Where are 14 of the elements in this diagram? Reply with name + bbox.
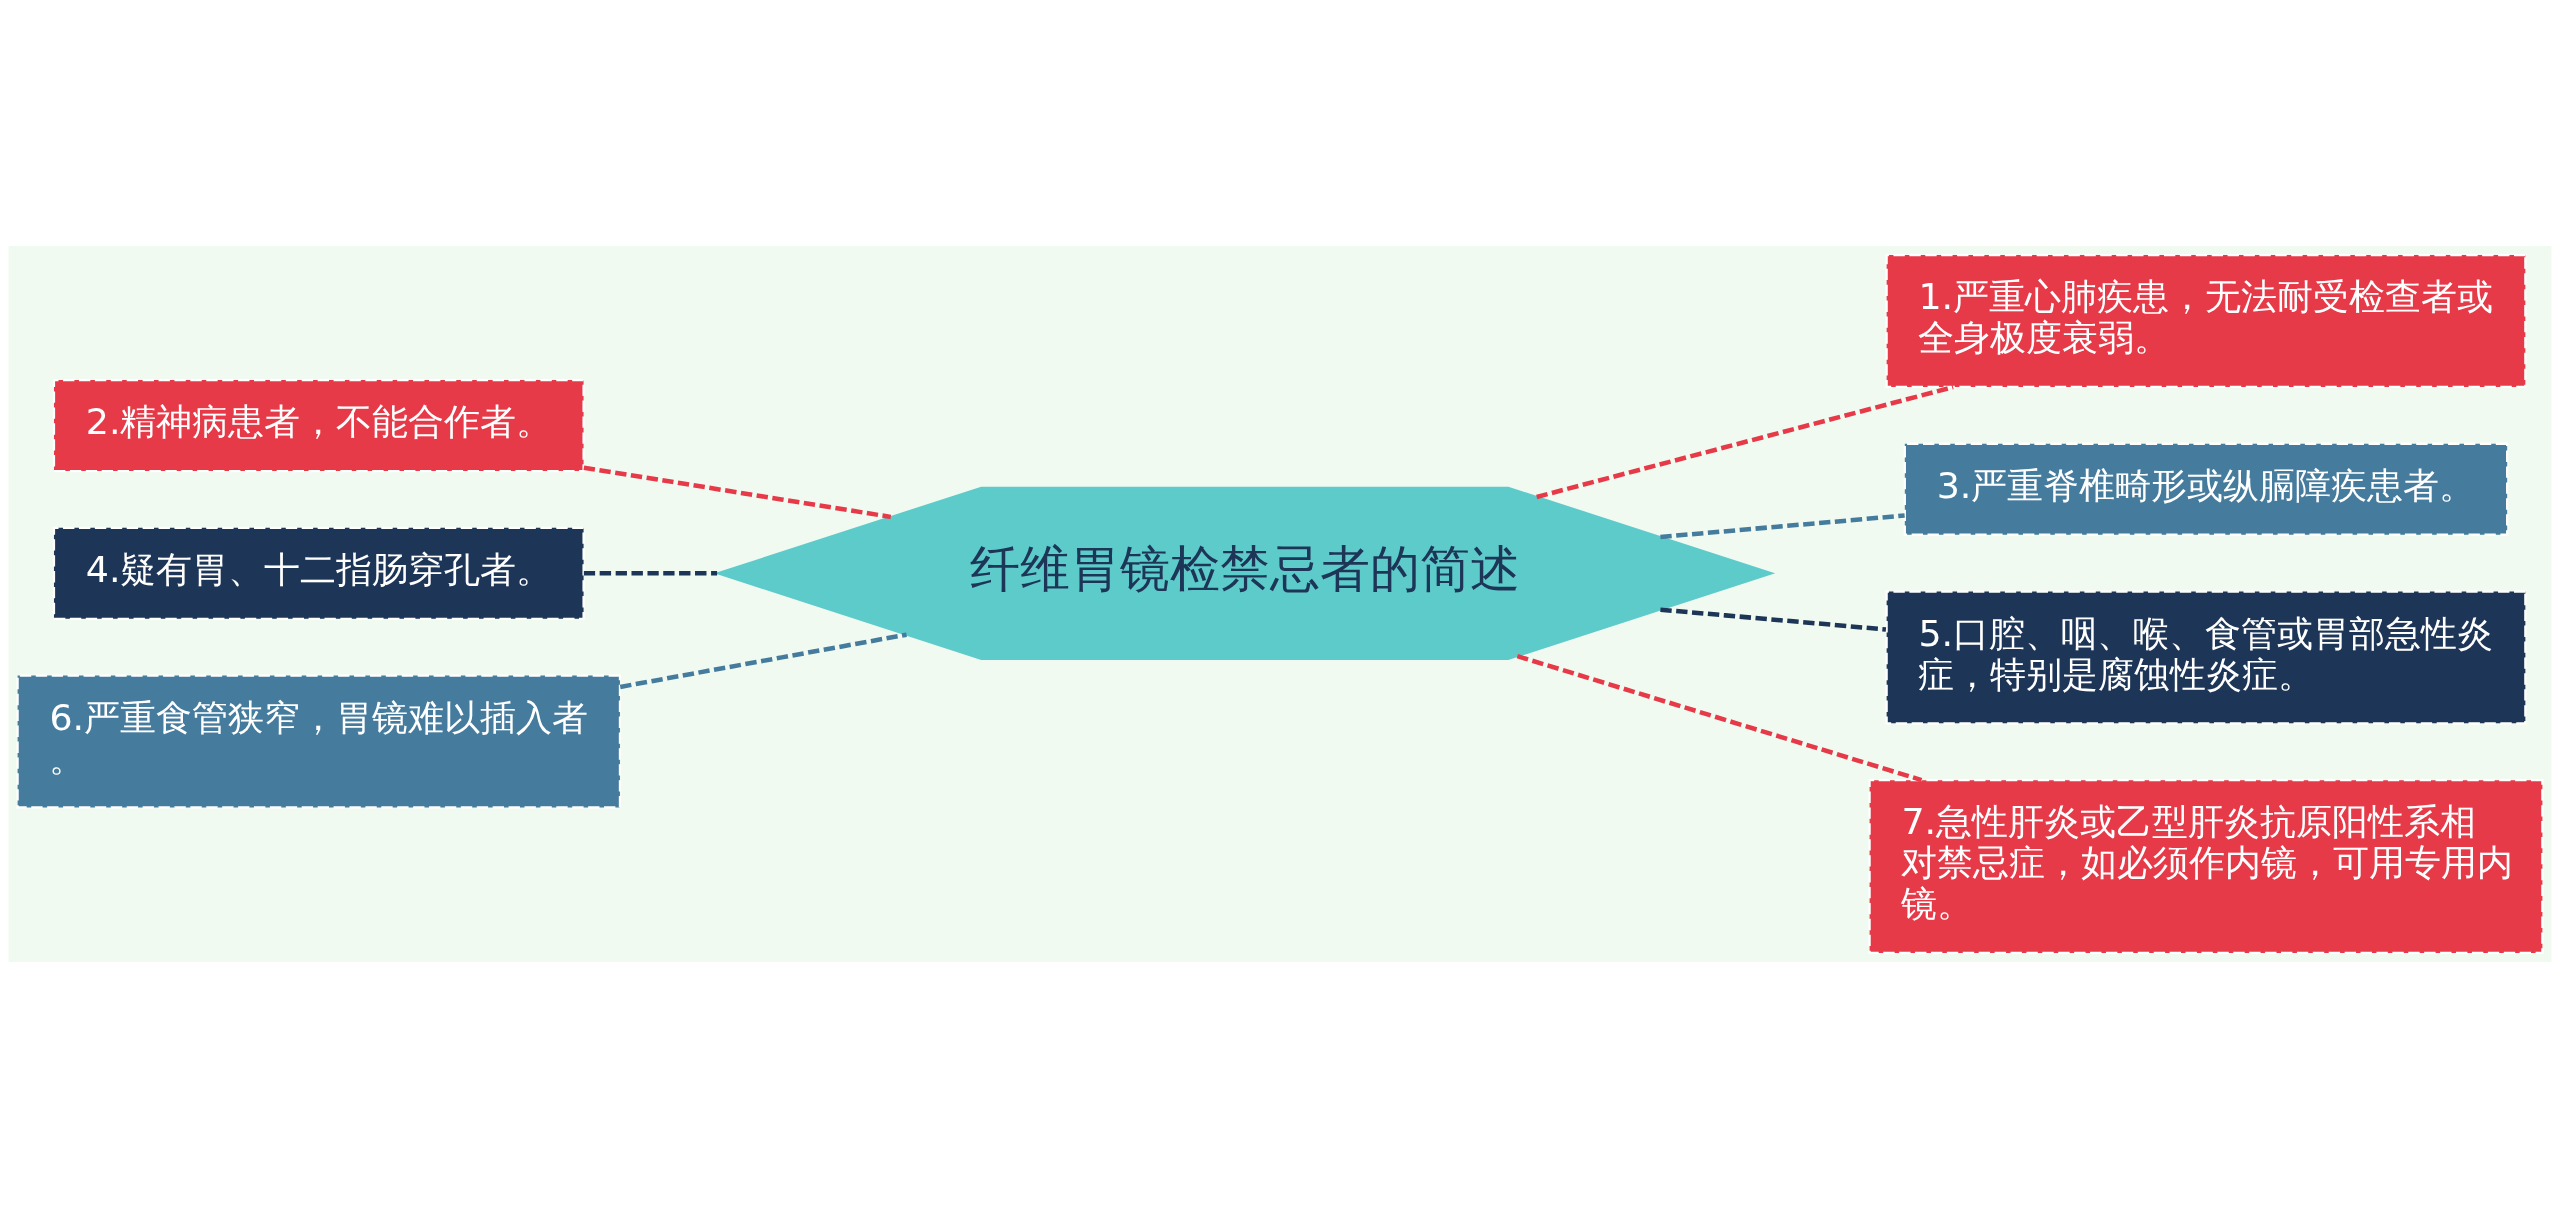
node-box: 2.精神病患者，不能合作者。 (52, 378, 585, 472)
connector (619, 631, 907, 689)
connector (1536, 384, 1954, 499)
connector (583, 464, 892, 519)
connector (1660, 606, 1887, 632)
node-box: 3.严重脊椎畸形或纵膈障疾患者。 (1903, 442, 2509, 536)
connector (1660, 512, 1905, 539)
node-box: 1.严重心肺疾患，无法耐受检查者或全身极度衰弱。 (1885, 253, 2527, 388)
connector (583, 570, 718, 576)
node-box: 7.急性肝炎或乙型肝炎抗原阳性系相对禁忌症，如必须作内镜，可用专用内镜。 (1868, 778, 2544, 954)
node-box: 5.口腔、咽、喉、食管或胃部急性炎症，特别是腐蚀性炎症。 (1885, 589, 2527, 724)
node-box: 4.疑有胃、十二指肠穿孔者。 (52, 526, 585, 620)
connector (1516, 653, 1923, 782)
node-box: 6.严重食管狭窄，胃镜难以插入者。 (16, 673, 622, 809)
